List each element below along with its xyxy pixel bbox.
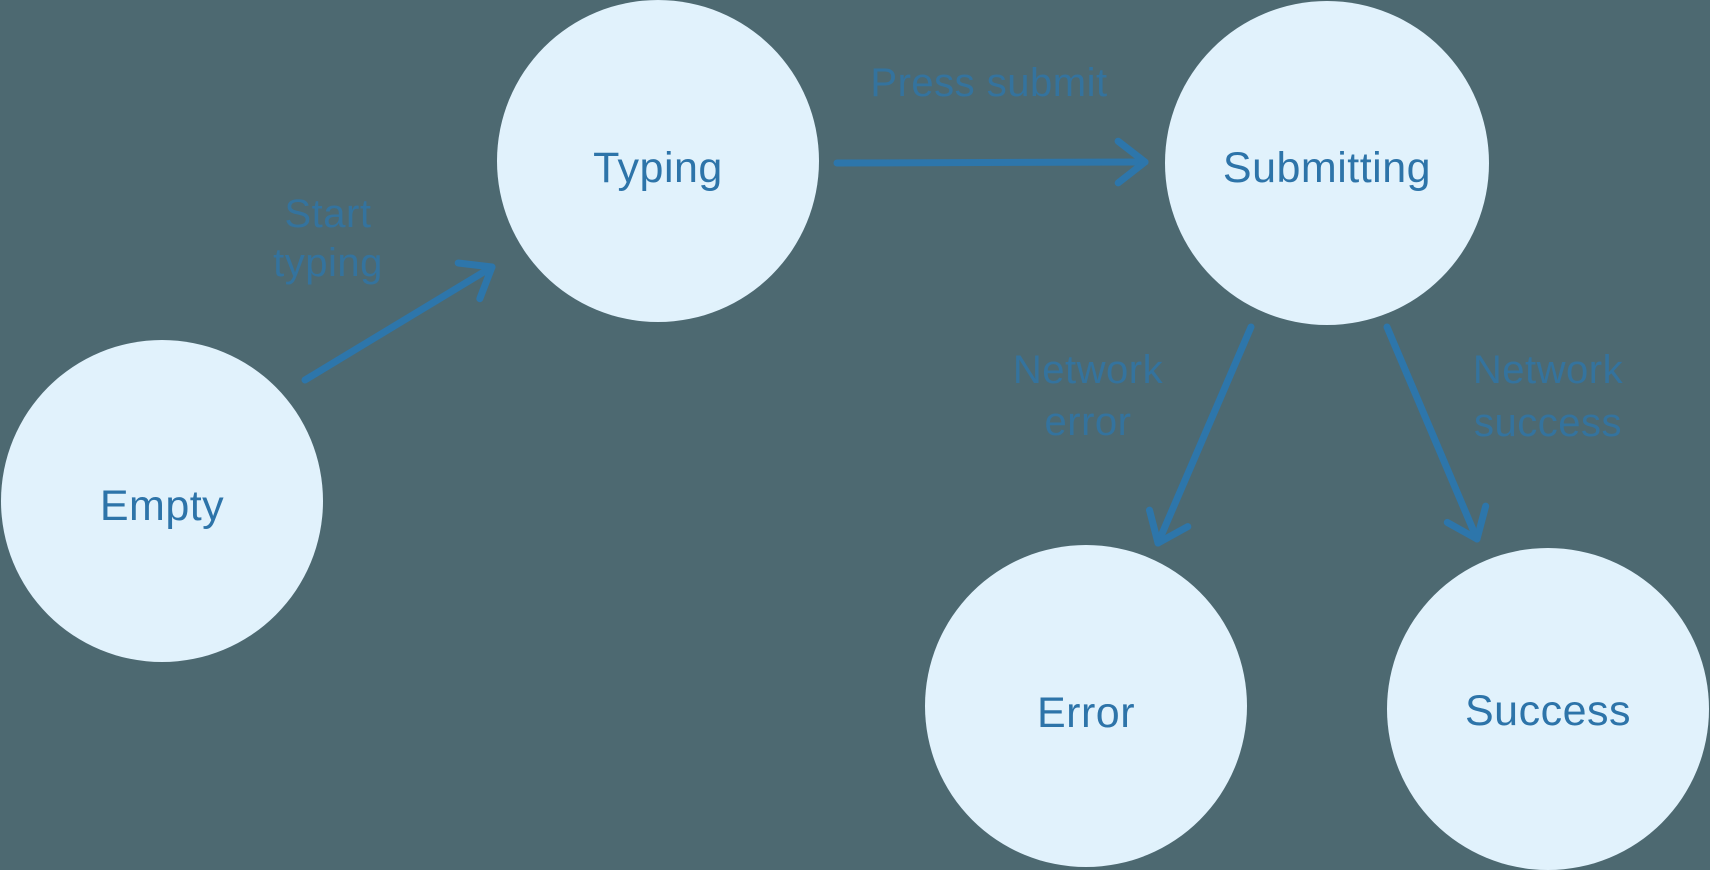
state-circle-typing (497, 0, 819, 322)
edge-arrowhead-typing-to-submitting (1114, 137, 1149, 187)
edge-line-submitting-to-success (1383, 323, 1481, 543)
state-circle-success (1387, 548, 1709, 870)
edge-label-typing-to-submitting: Press submit (870, 61, 1107, 105)
edge-line-empty-to-typing (301, 263, 496, 384)
state-label-empty: Empty (100, 482, 224, 530)
edge-line-submitting-to-error (1154, 323, 1255, 547)
state-label-submitting: Submitting (1223, 144, 1431, 192)
edge-arrowhead-submitting-to-success (1443, 502, 1490, 543)
edge-arrowhead-empty-to-typing (454, 259, 496, 303)
state-circle-submitting (1165, 1, 1489, 325)
state-circle-empty (1, 340, 323, 662)
state-label-typing: Typing (593, 144, 723, 192)
edge-arrowhead-submitting-to-error (1146, 506, 1192, 547)
edge-line-typing-to-submitting (833, 158, 1149, 167)
state-circle-error (925, 545, 1247, 867)
state-label-error: Error (1037, 689, 1135, 737)
state-label-success: Success (1465, 687, 1631, 735)
